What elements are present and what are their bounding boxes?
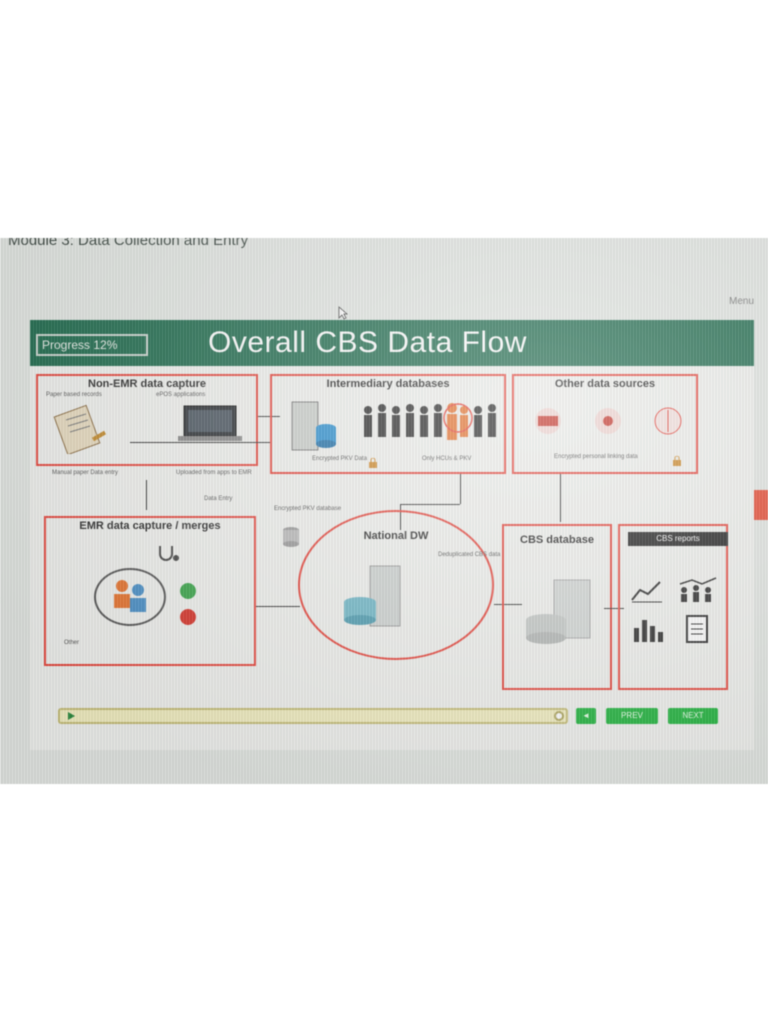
panel-label: Only HCUs & PKV bbox=[422, 456, 472, 462]
laptop-icon bbox=[178, 405, 242, 441]
panel-cbs-database: CBS database bbox=[502, 524, 612, 690]
stethoscope-icon bbox=[159, 546, 179, 561]
prev-button[interactable]: PREV bbox=[606, 708, 658, 724]
panel-other-sources: Other data sources Encrypted personal li… bbox=[512, 374, 698, 474]
next-button[interactable]: NEXT bbox=[668, 708, 718, 724]
database-server-icon bbox=[526, 579, 591, 644]
monitor-screen: Module 3: Data Collection and Entry Menu… bbox=[0, 238, 768, 784]
flow-label: Encrypted PKV database bbox=[274, 506, 342, 512]
scrub-handle[interactable] bbox=[554, 711, 564, 721]
mouse-cursor-icon bbox=[338, 306, 348, 320]
flow-label: Uploaded from apps to EMR bbox=[176, 470, 252, 476]
people-trend-icon bbox=[679, 577, 717, 602]
source-icon bbox=[535, 408, 561, 434]
panel-label: ePOS applications bbox=[156, 392, 206, 398]
menu-link[interactable]: Menu bbox=[728, 296, 754, 307]
panel-label: Encrypted personal linking data bbox=[554, 454, 638, 460]
flow-arrow bbox=[604, 608, 624, 609]
lock-icon bbox=[673, 456, 681, 466]
slide-header: Progress 12% Overall CBS Data Flow bbox=[30, 320, 754, 366]
emr-node-icon bbox=[180, 583, 196, 599]
bar-chart-icon bbox=[634, 620, 663, 642]
emr-node-icon bbox=[180, 609, 196, 625]
reports-banner: CBS reports bbox=[628, 532, 728, 546]
database-icon bbox=[283, 527, 299, 547]
flow-arrow bbox=[146, 480, 147, 510]
lock-icon bbox=[369, 458, 377, 468]
flow-arrow bbox=[256, 606, 300, 607]
panel-title: EMR data capture / merges bbox=[79, 520, 221, 532]
source-icon bbox=[595, 408, 621, 434]
flow-label: Manual paper Data entry bbox=[52, 470, 119, 476]
flow-label: Data Entry bbox=[204, 496, 233, 502]
panel-emr: EMR data capture / merges Other bbox=[44, 516, 256, 666]
paper-records-icon bbox=[53, 404, 107, 454]
document-icon bbox=[686, 615, 708, 643]
flow-arrow bbox=[494, 604, 522, 605]
source-icon bbox=[654, 407, 682, 435]
national-dw-zone: National DW Deduplicated CBS data bbox=[298, 510, 500, 660]
emr-cycle bbox=[94, 568, 166, 626]
flow-arrow bbox=[400, 504, 460, 505]
flow-arrow bbox=[460, 474, 461, 504]
playback-timeline[interactable] bbox=[58, 708, 568, 724]
flow-arrow bbox=[258, 416, 280, 417]
server-stack-icon bbox=[344, 565, 401, 627]
zone-title: National DW bbox=[363, 530, 429, 542]
line-chart-icon bbox=[631, 581, 662, 603]
progress-indicator: Progress 12% bbox=[36, 334, 148, 356]
panel-title: CBS database bbox=[520, 534, 594, 546]
database-server-icon bbox=[291, 401, 336, 451]
panel-cbs-reports: CBS reports bbox=[618, 524, 728, 690]
panel-non-emr: Non-EMR data capture Paper based records… bbox=[36, 374, 258, 466]
back-button[interactable]: ◄ bbox=[576, 708, 596, 724]
people-group-icon bbox=[364, 403, 496, 440]
panel-label: Paper based records bbox=[46, 392, 102, 398]
slide-canvas: Progress 12% Overall CBS Data Flow Non-E… bbox=[30, 320, 754, 750]
panel-title: Intermediary databases bbox=[326, 378, 450, 390]
slide-title: Overall CBS Data Flow bbox=[208, 326, 527, 359]
panel-intermediary: Intermediary databases bbox=[270, 374, 506, 474]
zone-label: Deduplicated CBS data bbox=[438, 552, 501, 558]
flow-arrow bbox=[560, 474, 561, 522]
panel-label: Encrypted PKV Data bbox=[312, 456, 368, 462]
emr-people-icon bbox=[114, 580, 146, 612]
panel-label: Other bbox=[64, 640, 80, 646]
panel-title: Other data sources bbox=[554, 378, 656, 390]
flow-arrow bbox=[130, 442, 270, 443]
panel-title: Non-EMR data capture bbox=[88, 378, 206, 390]
module-title: Module 3: Data Collection and Entry bbox=[8, 238, 249, 249]
play-icon[interactable] bbox=[68, 712, 75, 720]
